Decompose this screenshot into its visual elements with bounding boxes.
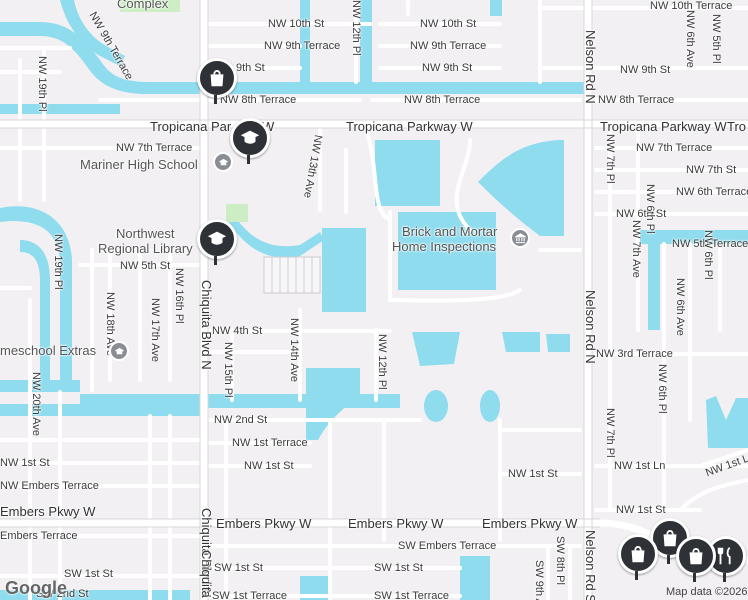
- street-label: SW Embers Terrace: [398, 540, 497, 552]
- street-label-major: Embers Pkwy W: [0, 504, 96, 519]
- street-label: NW 16th Pl: [173, 268, 185, 324]
- street-label: NW 9th Terrace: [410, 40, 487, 52]
- street-label: NW 4th St: [212, 325, 263, 337]
- street-label-major: Nelson Rd N: [583, 290, 598, 364]
- street-label-major: Tro: [727, 119, 747, 134]
- poi-label-library-line2[interactable]: Regional Library: [98, 241, 193, 256]
- street-label: NW 10th St: [268, 18, 325, 30]
- street-label: SW 2nd St: [36, 588, 89, 600]
- graduation-cap-icon[interactable]: [230, 118, 270, 164]
- street-label: NW 19th Pl: [36, 56, 48, 112]
- street-label: NW 1st Terrace: [232, 437, 308, 449]
- poi-label-library-line1[interactable]: Northwest: [116, 226, 175, 241]
- street-label: NW 7th Pl: [604, 408, 616, 458]
- street-label-major: Nelson Rd N: [583, 30, 598, 104]
- street-label: NW 1st St: [244, 460, 294, 472]
- street-label: NW 12th Pl: [350, 0, 362, 56]
- street-label: NW 6th St: [616, 208, 667, 220]
- street-label: NW 1st St: [616, 504, 666, 516]
- school-icon[interactable]: [109, 341, 129, 361]
- poi-label-complex[interactable]: Complex: [117, 0, 169, 11]
- street-label: NW 6th Ave: [674, 278, 686, 336]
- street-label: NW 10th Terrace: [650, 0, 733, 12]
- street-label-major: Tropicana Parkway W: [600, 119, 727, 134]
- street-label: NW 1st St: [0, 457, 50, 469]
- street-label: NW 19th Pl: [52, 234, 64, 290]
- street-label: NW 7th Ave: [630, 220, 642, 278]
- street-label: SW 8th Pl: [554, 536, 566, 585]
- street-label: NW 1st St: [508, 468, 558, 480]
- street-label: NW Embers Terrace: [0, 480, 99, 492]
- street-label: NW 3rd Terrace: [596, 348, 673, 360]
- street-label: NW 6th Pl: [656, 364, 668, 414]
- street-label: NW 7th Pl: [604, 134, 616, 184]
- street-label: NW 20th Ave: [30, 372, 42, 436]
- street-label: NW 7th Terrace: [116, 142, 193, 154]
- street-label: Embers Terrace: [0, 530, 78, 542]
- park-area-complex: [120, 0, 180, 12]
- poi-label-brick-mortar-line2[interactable]: Home Inspections: [392, 239, 497, 254]
- street-label: NW 5th Terrace: [672, 238, 748, 250]
- street-label: NW 6th Pl: [702, 230, 714, 280]
- street-label-major: Embers Pkwy W: [216, 516, 312, 531]
- street-label: NW 6th Ave: [684, 10, 696, 68]
- parking-lot: [263, 256, 321, 294]
- street-label-major: Tropicana Par: [150, 119, 232, 134]
- school-icon[interactable]: [213, 152, 233, 172]
- street-label: NW 5th Pl: [710, 14, 722, 64]
- street-label-major: Embers Pkwy W: [482, 516, 578, 531]
- street-label: NW 5th St: [120, 260, 171, 272]
- street-label: NW 7th Terrace: [636, 142, 713, 154]
- street-label: SW 1st St: [374, 562, 423, 574]
- graduation-cap-icon[interactable]: [197, 219, 237, 265]
- street-label: SW 9th Ave: [533, 560, 545, 600]
- bank-icon[interactable]: [510, 228, 530, 248]
- street-label: 9th St: [236, 62, 265, 74]
- poi-label-brick-mortar-line1[interactable]: Brick and Mortar: [402, 224, 498, 239]
- street-label: NW 15th Pl: [222, 342, 234, 398]
- shopping-bag-icon[interactable]: [197, 58, 237, 104]
- street-label: NW 8th Terrace: [404, 94, 481, 106]
- street-label-major: Embers Pkwy W: [348, 516, 444, 531]
- street-label: NW 6th Pl: [644, 184, 656, 234]
- street-label: NW 9th Terrace: [264, 40, 341, 52]
- poi-label-homeschool[interactable]: meschool Extras: [0, 343, 97, 358]
- shopping-bag-icon[interactable]: [618, 534, 658, 580]
- street-label: SW 1st Terrace: [212, 590, 287, 600]
- street-label: NW 8th Terrace: [220, 94, 297, 106]
- street-label: NW 8th Terrace: [598, 94, 675, 106]
- street-label: NW 7th St: [686, 164, 737, 176]
- shopping-bag-icon[interactable]: [676, 536, 716, 582]
- street-label: NW 10th St: [420, 18, 477, 30]
- street-label-major: Nelson Rd S: [583, 530, 598, 600]
- street-label: NW 14th Ave: [288, 318, 300, 382]
- street-label: NW 12th Pl: [376, 334, 388, 390]
- street-label-major: Chiquita Blvd N: [199, 280, 214, 370]
- map-attribution[interactable]: Map data ©2026: [666, 586, 748, 598]
- google-logo[interactable]: Google: [5, 578, 67, 598]
- street-label: NW 9th St: [620, 64, 671, 76]
- street-label: NW 17th Ave: [149, 298, 161, 362]
- street-label: SW 1st St: [64, 568, 113, 580]
- poi-label-mariner-high-school[interactable]: Mariner High School: [80, 157, 198, 172]
- street-label: NW 2nd St: [214, 414, 268, 426]
- street-label-major: Tropicana Parkway W: [346, 119, 473, 134]
- street-label-major: Chiquita Bl: [199, 550, 214, 600]
- street-label: NW 1st Ln: [614, 460, 666, 472]
- street-label: SW 1st Terrace: [374, 590, 449, 600]
- park-area: [226, 204, 248, 222]
- street-label: NW 9th St: [422, 62, 473, 74]
- street-label: SW 1st St: [214, 562, 263, 574]
- street-label: NW 6th Terrace: [676, 186, 748, 198]
